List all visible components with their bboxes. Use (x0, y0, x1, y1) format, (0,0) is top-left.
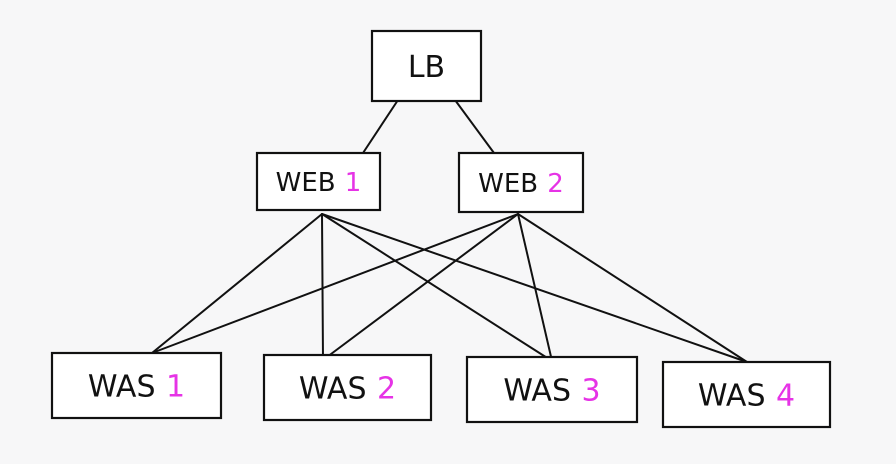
node-label-web1: WEB 1 (276, 168, 362, 198)
node-was1: WAS 1 (50, 351, 223, 420)
node-name-was2: WAS (299, 371, 367, 406)
node-box-lb (370, 29, 483, 103)
node-box-was3 (465, 355, 639, 424)
node-was2: WAS 2 (262, 353, 433, 422)
node-name-web2: WEB (478, 169, 538, 199)
node-name-was1: WAS (88, 369, 156, 404)
node-was3: WAS 3 (465, 355, 639, 424)
node-box-was4 (661, 360, 832, 429)
node-number-was4: 4 (776, 378, 795, 413)
node-name-was3: WAS (503, 373, 571, 408)
connection-lines (151, 99, 748, 363)
node-label-was2: WAS 2 (299, 371, 396, 406)
node-label-was3: WAS 3 (503, 373, 600, 408)
node-label-web2: WEB 2 (478, 169, 564, 199)
edge-web2-to-was4 (517, 213, 748, 363)
edge-web1-to-was2 (321, 213, 324, 361)
node-was4: WAS 4 (661, 360, 832, 429)
edge-lb-to-web1 (362, 99, 399, 154)
node-name-lb: LB (408, 50, 445, 85)
edge-web2-to-was2 (322, 213, 519, 361)
node-label-was1: WAS 1 (88, 369, 185, 404)
node-lb: LB (370, 29, 483, 103)
node-number-was1: 1 (166, 369, 185, 404)
node-box-web2 (457, 151, 585, 214)
node-number-web2: 2 (547, 169, 564, 199)
node-box-web1 (255, 151, 382, 212)
edge-lb-to-web2 (454, 99, 495, 154)
node-label-lb: LB (408, 50, 445, 85)
node-box-was2 (262, 353, 433, 422)
node-number-web1: 1 (345, 168, 362, 198)
node-label-was4: WAS 4 (698, 378, 795, 413)
edge-web1-to-was1 (151, 213, 323, 354)
node-web2: WEB 2 (457, 151, 585, 214)
node-number-was3: 3 (582, 373, 601, 408)
node-name-was4: WAS (698, 378, 766, 413)
node-box-was1 (50, 351, 223, 420)
node-web1: WEB 1 (255, 151, 382, 212)
node-name-web1: WEB (276, 168, 336, 198)
edge-web2-to-was1 (151, 213, 519, 354)
edge-web2-to-was3 (517, 213, 553, 362)
node-number-was2: 2 (377, 371, 396, 406)
edge-web1-to-was3 (321, 213, 553, 362)
